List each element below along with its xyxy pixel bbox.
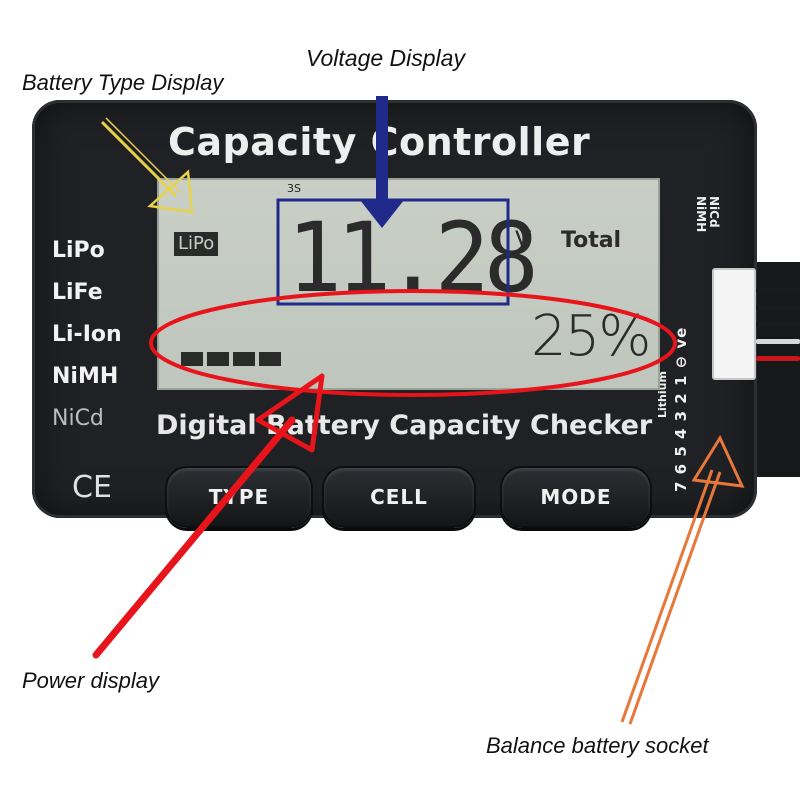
lcd-bar-segment bbox=[233, 352, 255, 366]
battery-type-callout: Battery Type Display bbox=[22, 70, 224, 95]
voltage-arrow bbox=[360, 96, 404, 228]
power-arrow bbox=[92, 373, 325, 659]
ce-mark-logo: CE bbox=[72, 470, 112, 505]
lcd-battery-type: LiPo bbox=[174, 232, 219, 256]
balance-socket-callout: Balance battery socket bbox=[486, 733, 709, 758]
cell-button[interactable]: CELL bbox=[322, 466, 476, 528]
power-highlight-ellipse bbox=[149, 289, 677, 397]
device-subtitle: Digital Battery Capacity Checker bbox=[156, 410, 653, 441]
power-callout: Power display bbox=[22, 668, 159, 693]
balance-socket-arrow bbox=[620, 434, 745, 725]
balance-connector-plug bbox=[712, 268, 756, 380]
wire-black-1 bbox=[756, 288, 800, 293]
wire-red bbox=[756, 356, 800, 361]
lcd-bar-segment bbox=[207, 352, 229, 366]
battery-type-nimh: NiMH bbox=[52, 364, 119, 389]
battery-type-life: LiFe bbox=[52, 280, 103, 305]
battery-type-li-ion: Li-Ion bbox=[52, 322, 122, 347]
mode-button[interactable]: MODE bbox=[500, 466, 652, 528]
battery-type-list: LiPo LiFe Li-Ion NiMH NiCd bbox=[52, 230, 122, 440]
voltage-callout: Voltage Display bbox=[306, 45, 465, 71]
lcd-voltage-unit: V bbox=[515, 226, 532, 254]
lcd-total-label: Total bbox=[561, 228, 622, 253]
wire-white bbox=[756, 339, 800, 344]
battery-type-arrow bbox=[100, 117, 194, 214]
lcd-bar-segment bbox=[181, 352, 203, 366]
battery-type-nicd: NiCd bbox=[52, 406, 104, 431]
lcd-power-bar bbox=[181, 352, 281, 366]
wire-black-2 bbox=[756, 305, 800, 310]
voltage-highlight-box bbox=[276, 198, 510, 306]
wire-black-3 bbox=[756, 322, 800, 327]
type-button[interactable]: TYPE bbox=[165, 466, 313, 528]
lcd-cell-count: 3S bbox=[287, 182, 301, 195]
battery-type-lipo: LiPo bbox=[52, 238, 105, 263]
lcd-bar-segment bbox=[259, 352, 281, 366]
